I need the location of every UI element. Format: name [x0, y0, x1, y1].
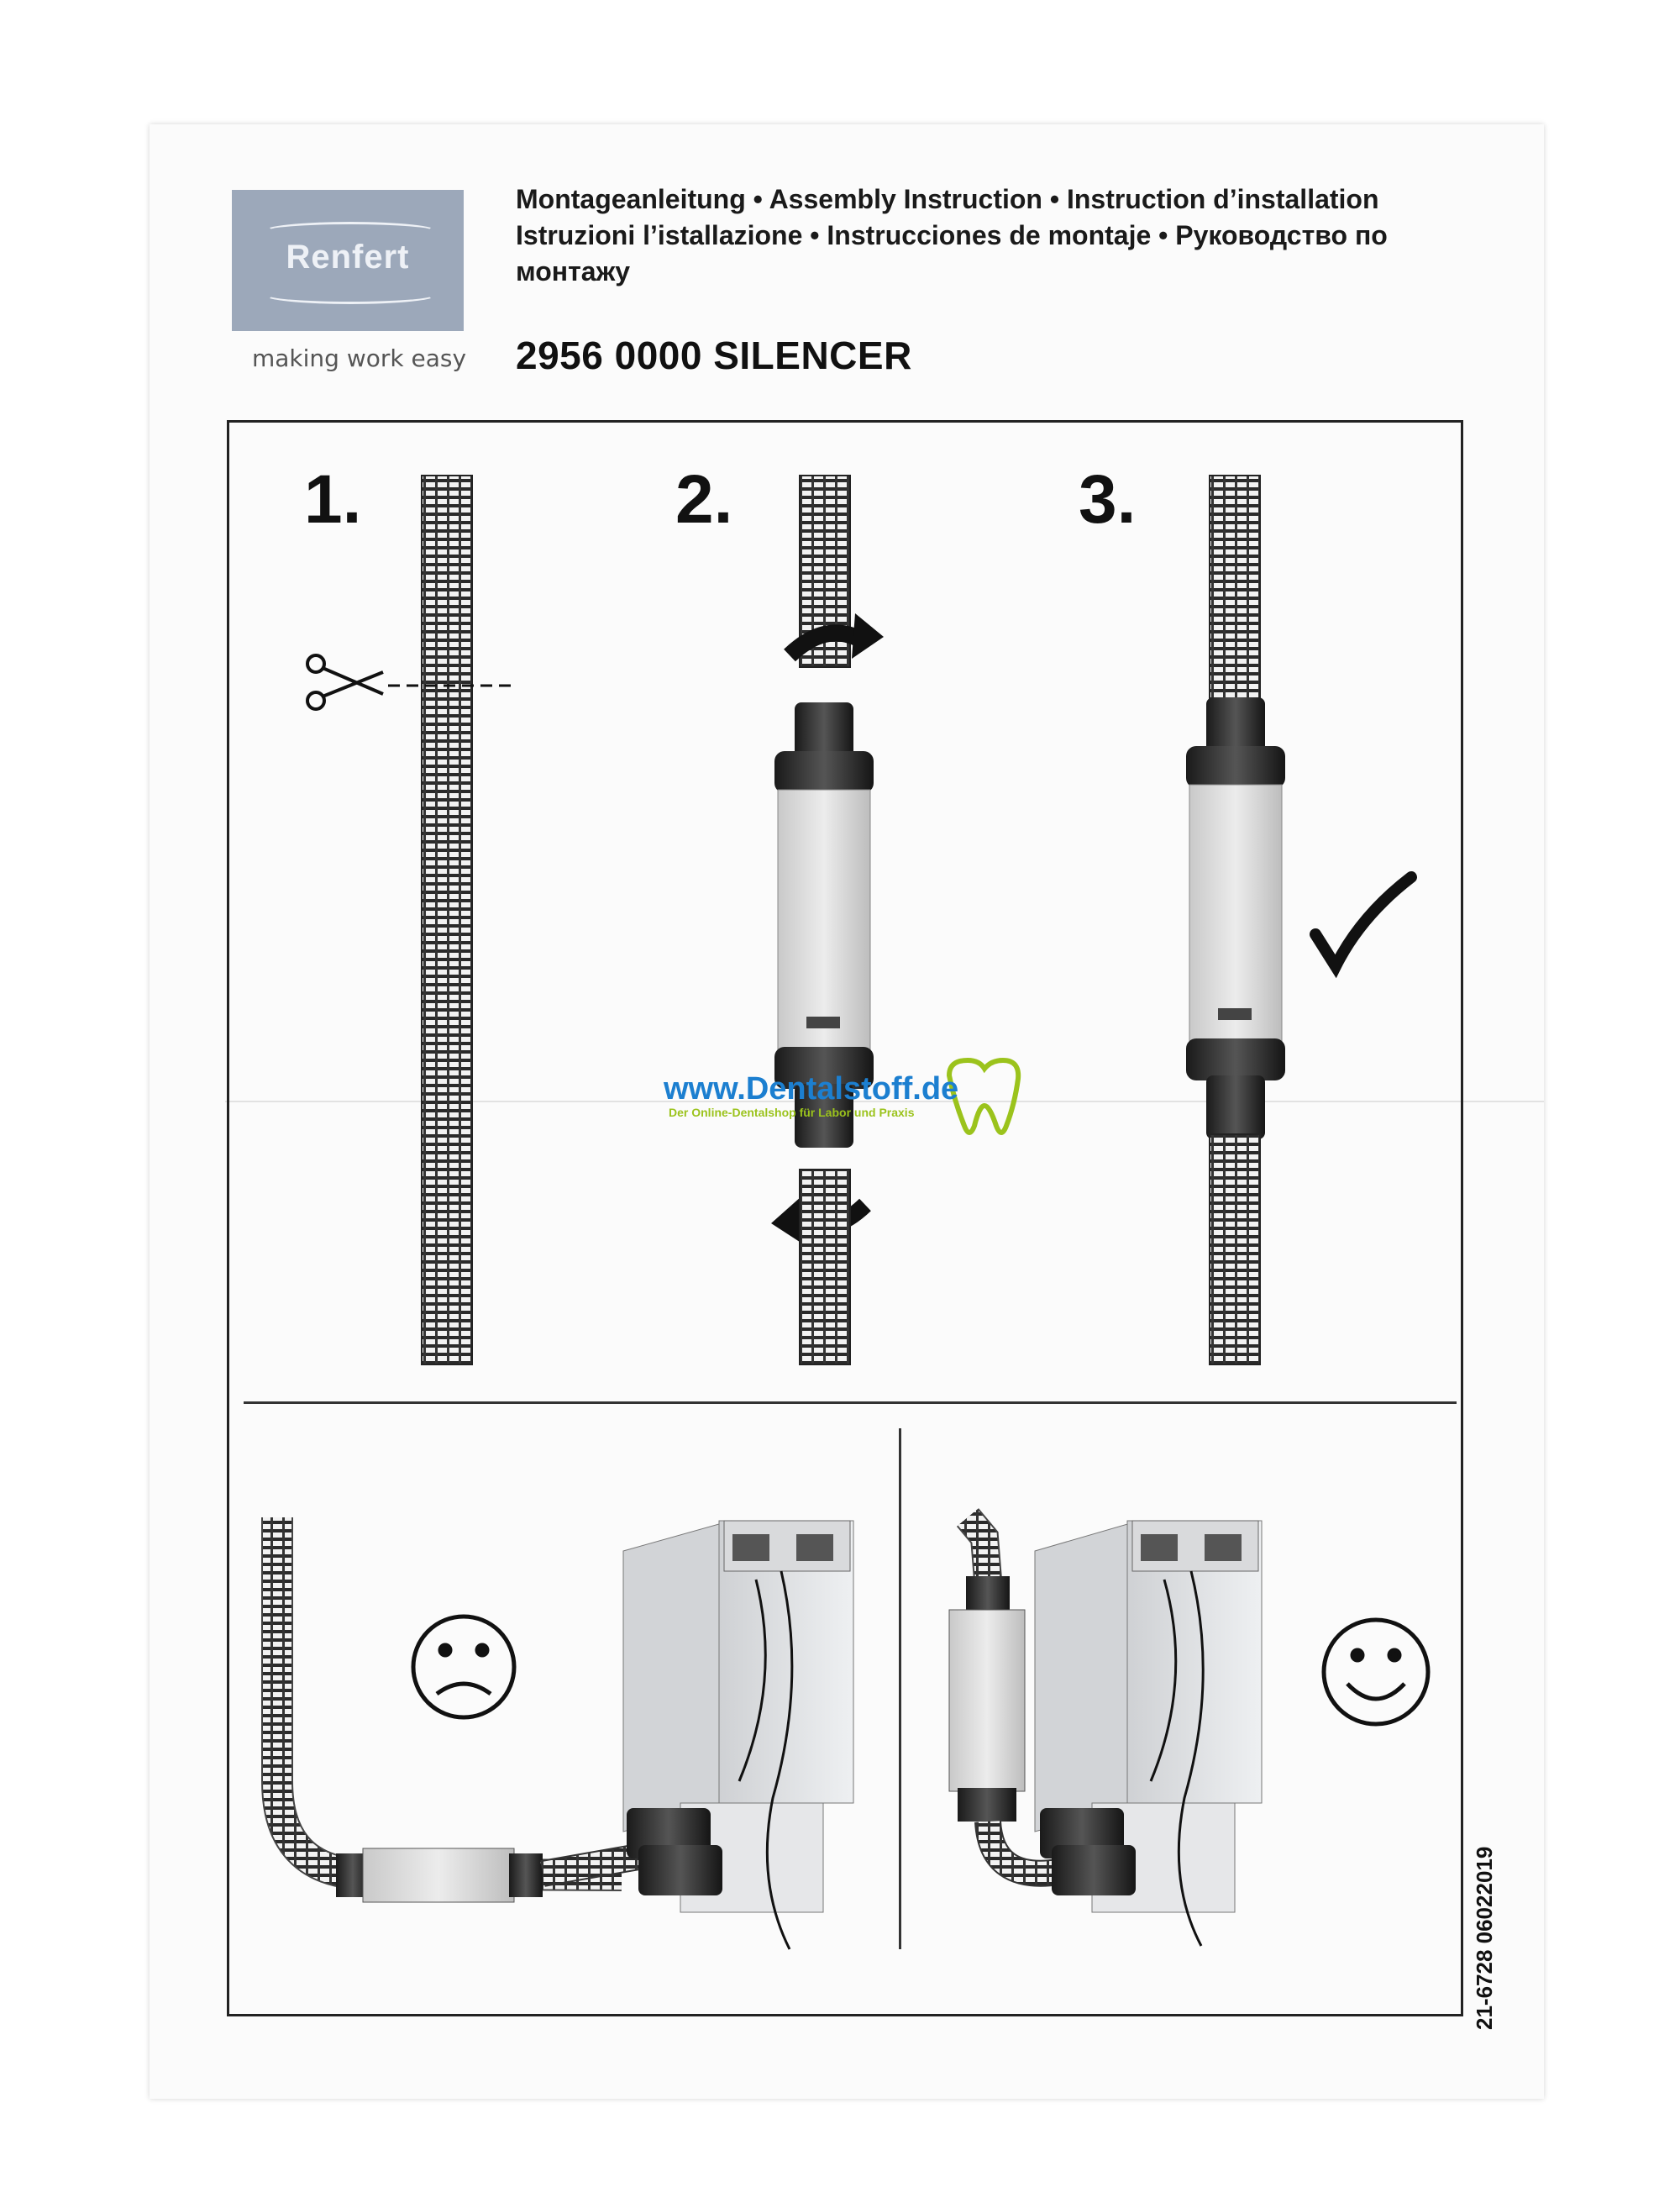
- step-number-3: 3.: [1079, 461, 1137, 538]
- scissors-icon: [306, 654, 384, 711]
- sad-face-icon: [411, 1614, 517, 1720]
- header-line-1: Montageanleitung • Assembly Instruction …: [516, 184, 1379, 214]
- watermark-subtitle: Der Online-Dentalshop für Labor und Prax…: [669, 1106, 915, 1119]
- step-2-silencer: [774, 702, 874, 1148]
- step-2-hose-bottom: [799, 1169, 851, 1365]
- document-number: 21-6728 06022019: [1472, 1846, 1497, 2030]
- logo-text: Renfert: [286, 239, 410, 276]
- step-3-assembled: [1186, 475, 1285, 1365]
- correct-installation: [948, 1508, 1263, 1947]
- product-title: 2956 0000 SILENCER: [516, 334, 912, 377]
- smiley-face-icon: [1321, 1617, 1431, 1727]
- bottom-divider: [899, 1428, 901, 1949]
- tooth-icon: [946, 1057, 1021, 1135]
- step-number-1: 1.: [304, 461, 362, 538]
- step-1-hose: [421, 475, 473, 1365]
- header-line-3: монтажу: [516, 256, 631, 287]
- header-line-2: Istruzioni l’istallazione • Instruccione…: [516, 220, 1388, 250]
- step-number-2: 2.: [675, 461, 733, 538]
- incorrect-installation: [261, 1517, 854, 1950]
- section-divider: [244, 1401, 1457, 1404]
- rotate-arrow-icon: [784, 613, 884, 662]
- illustration-frame: [227, 420, 1463, 2016]
- silencer-label: [806, 1017, 840, 1028]
- brand-tagline: making work easy: [252, 344, 467, 372]
- check-mark-icon: [1310, 871, 1417, 979]
- watermark-url: www.Dentalstoff.de: [664, 1071, 959, 1107]
- instruction-title-languages: Montageanleitung • Assembly Instruction …: [516, 181, 1388, 290]
- renfert-logo: Renfert: [232, 190, 464, 331]
- fold-line: [225, 1101, 1544, 1102]
